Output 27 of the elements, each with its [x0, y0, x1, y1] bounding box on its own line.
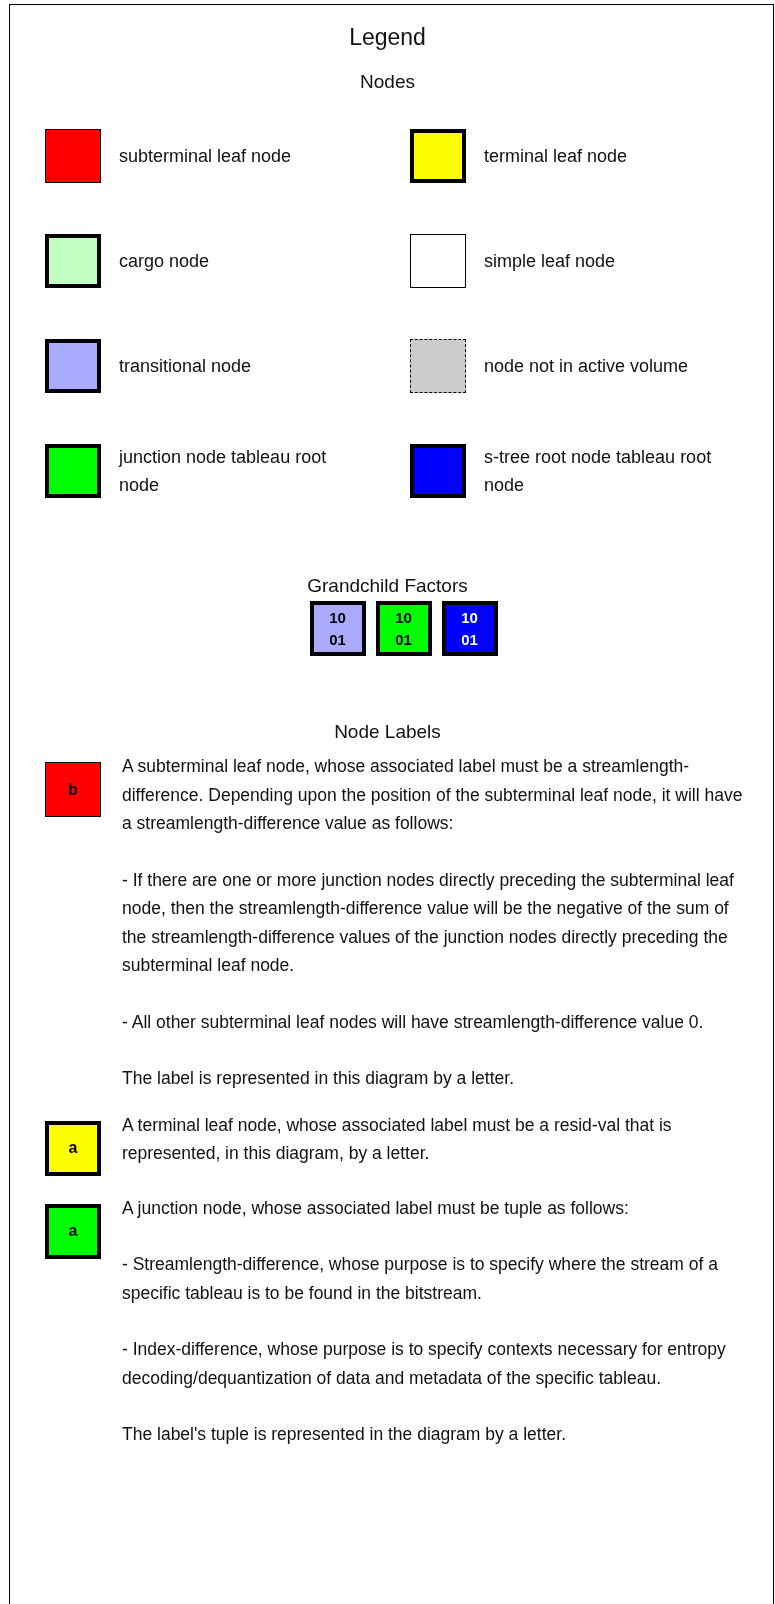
description-paragraph: - Index-difference, whose purpose is to specify contexts necessary for entropy decoding/dequantization of data and metadata of the specific tableau. [122, 1338, 727, 1390]
description-paragraph: - If there are one or more junction nodes directly preceding the subterminal leaf node, then the streamlength-difference value will be the negative of the sum of the streamlength-difference values of the junction nodes directly preceding the subterminal leaf node. [122, 868, 735, 977]
description-paragraph: A subterminal leaf node, whose associated label must be a streamlength-difference. Depending upon the position of the subterminal leaf node, it will have a streamlength-difference value as follows: [122, 755, 744, 835]
legend-text: terminal leaf node [484, 145, 629, 168]
grandchild-factor-box: 10 01 [309, 601, 366, 656]
description-paragraph: - All other subterminal leaf nodes will have streamlength-difference value 0. [122, 1010, 705, 1034]
description-paragraph: The label is represented in this diagram by a letter. [122, 1067, 515, 1090]
description-paragraph: The label's tuple is represented in the diagram by a letter. [122, 1423, 567, 1446]
legend-text: junction node tableau root node [119, 446, 328, 497]
node-label-box: b [45, 762, 101, 817]
grandchild-factor-box: 10 01 [441, 601, 498, 656]
legend-text: transitional node [119, 355, 253, 378]
section-heading: Grandchild Factors [307, 574, 468, 598]
node-label-box: a [45, 1120, 101, 1176]
legend-text: simple leaf node [484, 250, 617, 273]
legend-text: subterminal leaf node [119, 145, 293, 168]
section-heading: Nodes [360, 70, 415, 94]
node-label-box: a [45, 1203, 101, 1259]
legend-text: s-tree root node tableau root node [484, 446, 713, 497]
legend-text: node not in active volume [484, 355, 690, 378]
grandchild-factor-box: 10 01 [375, 601, 432, 656]
legend-text: cargo node [119, 250, 211, 273]
legend-title: Legend [349, 23, 426, 52]
description-paragraph: A junction node, whose associated label must be tuple as follows: [122, 1196, 630, 1220]
description-paragraph: - Streamlength-difference, whose purpose is to specify where the stream of a specific tableau is to be found in the bitstream. [122, 1253, 719, 1305]
section-heading: Node Labels [334, 720, 441, 744]
description-paragraph: A terminal leaf node, whose associated label must be a resid-val that is represented, in this diagram, by a letter. [122, 1113, 673, 1165]
